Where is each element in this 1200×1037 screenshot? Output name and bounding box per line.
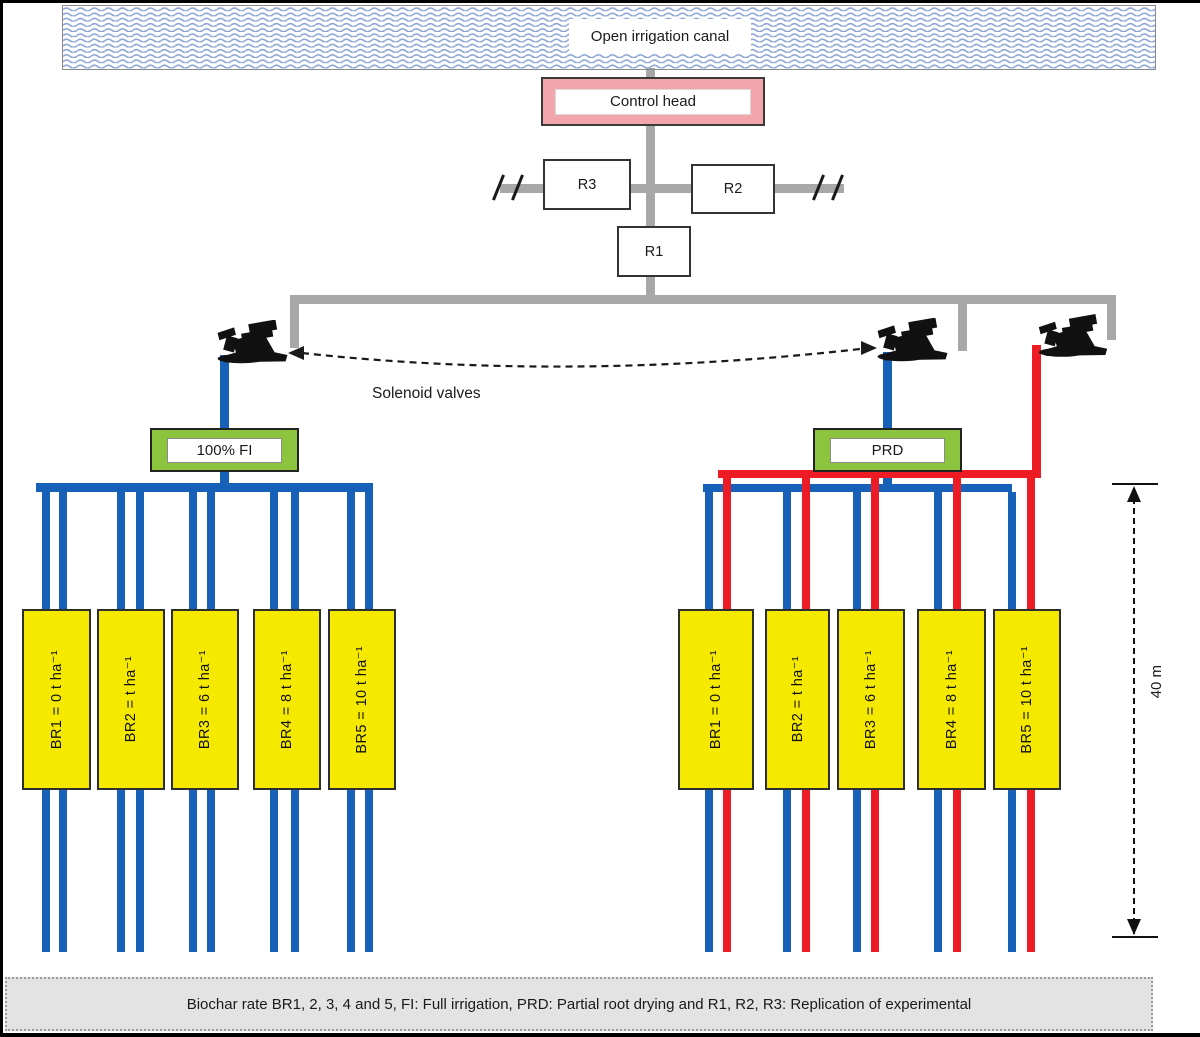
figure-border-left [0,0,3,1037]
plot-box: BR1 = 0 t ha⁻¹ [678,609,754,790]
pipe-red-feed [1032,345,1041,478]
plot-label: BR5 = 10 t ha⁻¹ [1019,645,1035,754]
plot-box: BR1 = 0 t ha⁻¹ [22,609,91,790]
solenoid-valves-pointer-arrow [288,341,877,368]
dimension-arrow-up-icon [1127,486,1141,502]
open-irrigation-canal: Open irrigation canal [62,5,1156,70]
dimension-tick-top [1112,483,1158,485]
plot-box: BR3 = 6 t ha⁻¹ [171,609,239,790]
pipe-blue-header [703,484,1012,492]
pipe-manifold-drop-middle [958,304,967,351]
plot-box: BR4 = 8 t ha⁻¹ [253,609,321,790]
plot-box: BR4 = 8 t ha⁻¹ [917,609,986,790]
pipe-main-manifold [290,295,1116,304]
plot-label: BR1 = 0 t ha⁻¹ [48,649,65,750]
solenoid-valves-label: Solenoid valves [372,385,481,402]
plot-box: BR2 = t ha⁻¹ [97,609,165,790]
plot-label: BR4 = 8 t ha⁻¹ [943,649,960,750]
solenoid-valve-icon [217,320,288,364]
plot-label: BR2 = t ha⁻¹ [789,656,806,743]
plot-label: BR4 = 8 t ha⁻¹ [279,649,295,750]
plot-box: BR2 = t ha⁻¹ [765,609,830,790]
dimension-tick-bottom [1112,936,1158,938]
pipe-r1-to-manifold [646,271,655,299]
figure-caption: Biochar rate BR1, 2, 3, 4 and 5, FI: Ful… [5,977,1153,1031]
pipe-replication-manifold [500,184,844,193]
pipe-head-to-r1 [646,121,655,227]
plot-box: BR5 = 10 t ha⁻¹ [993,609,1061,790]
replication-r2-box: R2 [691,164,775,214]
pipe-red-header [718,470,1041,478]
solenoid-valve-icon [1038,314,1108,357]
pipe-manifold-drop-left [290,304,299,348]
full-irrigation-box: 100% FI [150,428,299,472]
pipe-manifold-drop-right [1107,304,1116,340]
partial-root-drying-label: PRD [829,437,946,463]
control-head-box: Control head [541,77,765,126]
pipe-canal-to-head [646,68,655,78]
plot-label: BR3 = 6 t ha⁻¹ [197,649,213,750]
plot-label: BR5 = 10 t ha⁻¹ [354,645,370,754]
pipe-prd-feed [883,352,892,488]
pipe-fi-header [36,483,373,492]
pipe-fi-feed-lower [220,464,229,488]
plot-label: BR2 = t ha⁻¹ [123,656,139,743]
solenoid-valve-icon [877,318,948,362]
full-irrigation-label: 100% FI [166,437,283,463]
dimension-arrow-down-icon [1127,919,1141,935]
pipe-fi-feed-upper [220,355,229,431]
replication-r1-box: R1 [617,226,691,277]
control-head-label: Control head [555,88,751,115]
replication-r3-box: R3 [543,159,631,210]
plot-label: BR1 = 0 t ha⁻¹ [708,649,724,750]
partial-root-drying-box: PRD [813,428,962,472]
plot-label: BR3 = 6 t ha⁻¹ [863,649,879,750]
figure-border-bottom [0,1033,1200,1037]
figure-border-top [0,0,1200,3]
plot-box: BR3 = 6 t ha⁻¹ [837,609,905,790]
dimension-label: 40 m [1148,665,1165,699]
dimension-line [1133,488,1135,934]
plot-box: BR5 = 10 t ha⁻¹ [328,609,396,790]
canal-label: Open irrigation canal [569,19,751,53]
